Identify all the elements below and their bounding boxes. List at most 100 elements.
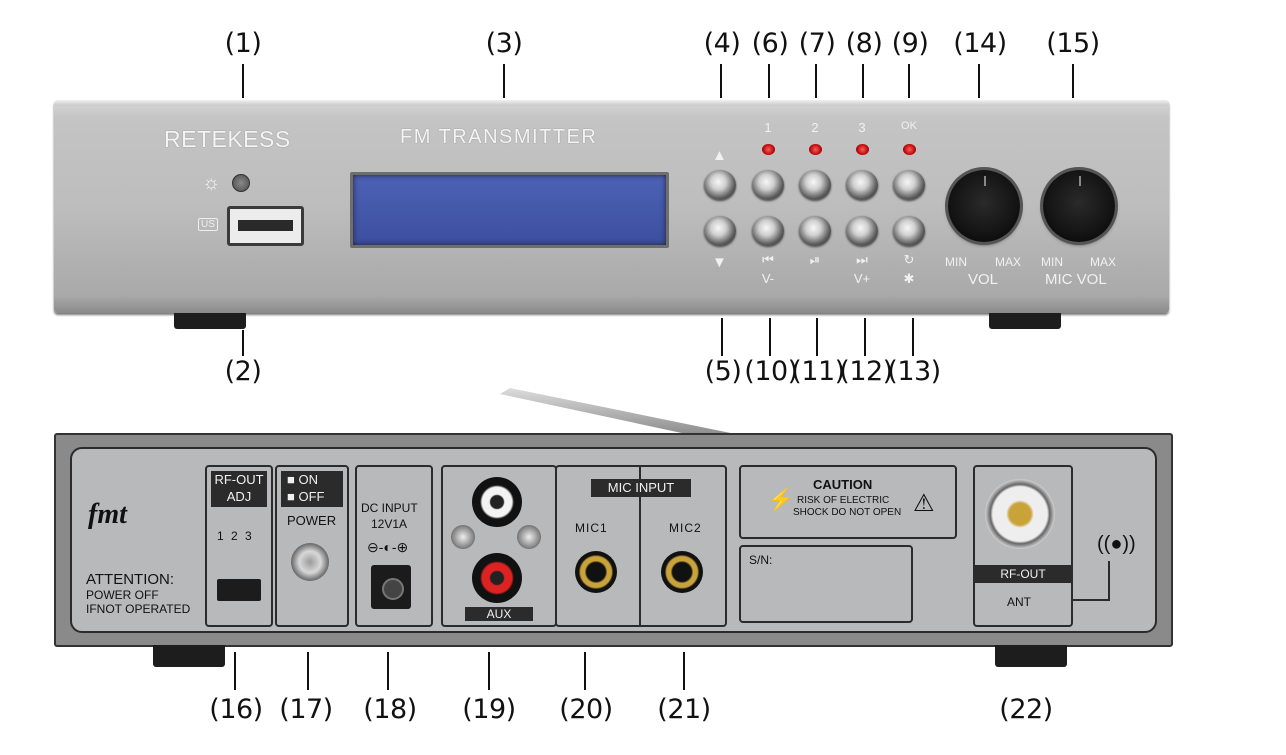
power-label: POWER <box>287 513 337 528</box>
power-indicator-led <box>232 174 250 192</box>
down-arrow-icon: ▼ <box>712 254 727 271</box>
callout-17: (17) <box>279 694 333 725</box>
mic-volume-knob[interactable] <box>1043 170 1115 242</box>
callout-7: (7) <box>798 28 836 59</box>
down-button[interactable] <box>704 216 736 246</box>
dc-polarity-icon: ⊖-◐-⊕ <box>367 539 409 555</box>
dc-jack-pin <box>382 578 404 600</box>
rf-out-section: RF-OUT ANT <box>973 465 1073 627</box>
callout-18: (18) <box>363 694 417 725</box>
next-icon: ⏭ <box>856 252 868 267</box>
up-arrow-icon: ▲ <box>712 147 727 164</box>
power-button[interactable] <box>291 543 329 581</box>
callout-21: (21) <box>657 694 711 725</box>
channel-3-led <box>856 144 869 155</box>
aux-right-jack[interactable] <box>472 553 522 603</box>
dc-input-section: DC INPUT 12V1A ⊖-◐-⊕ <box>355 465 433 627</box>
mic-vol-label: MIC VOL <box>1045 271 1107 288</box>
channel-2-led <box>809 144 822 155</box>
dc-input-rating: 12V1A <box>371 517 408 531</box>
front-foot-right <box>989 313 1061 329</box>
callout-15: (15) <box>1046 28 1100 59</box>
volume-up-label: V+ <box>853 271 871 286</box>
mic-input-label: MIC INPUT <box>591 479 691 497</box>
channel-1-led <box>762 144 775 155</box>
leader-line <box>769 318 771 356</box>
callout-20: (20) <box>559 694 613 725</box>
up-button[interactable] <box>704 170 736 200</box>
sun-icon: ☼ <box>202 172 221 194</box>
antenna-connector[interactable] <box>985 479 1055 549</box>
vol-label: VOL <box>968 271 999 288</box>
caution-line-2: SHOCK DO NOT OPEN <box>793 507 902 518</box>
dc-power-jack[interactable] <box>371 565 411 609</box>
mic-min-label: MIN <box>1041 255 1063 269</box>
usb-icon: US <box>198 218 218 231</box>
leader-line <box>912 318 914 356</box>
mic-max-label: MAX <box>1090 255 1117 269</box>
play-pause-button[interactable] <box>799 216 831 246</box>
channel-2-button[interactable] <box>799 170 831 200</box>
rf-adj-positions: 1 2 3 <box>217 529 254 543</box>
leader-line <box>816 318 818 356</box>
leader-line <box>1072 64 1074 98</box>
callout-19: (19) <box>462 694 516 725</box>
channel-1-button[interactable] <box>752 170 784 200</box>
callout-13: (13) <box>887 356 941 387</box>
leader-line <box>584 652 586 690</box>
mic2-jack[interactable] <box>661 551 703 593</box>
caution-label: ⚡ CAUTION RISK OF ELECTRIC SHOCK DO NOT … <box>739 465 957 539</box>
leader-line <box>242 330 244 356</box>
device-title: FM TRANSMITTER <box>400 126 598 148</box>
rf-adj-switch[interactable] <box>217 579 261 601</box>
rear-plate: fmt ATTENTION: POWER OFF IFNOT OPERATED … <box>70 447 1157 633</box>
aux-left-jack[interactable] <box>472 477 522 527</box>
ok-button[interactable] <box>893 170 925 200</box>
callout-16: (16) <box>209 694 263 725</box>
previous-button[interactable] <box>752 216 784 246</box>
attention-line-1: POWER OFF <box>86 588 159 602</box>
repeat-bluetooth-button[interactable] <box>893 216 925 246</box>
lcd-display <box>350 172 669 248</box>
bluetooth-icon: ✱ <box>903 271 915 286</box>
leader-line <box>234 652 236 690</box>
leader-line <box>488 652 490 690</box>
leader-line <box>768 64 770 98</box>
leader-line <box>978 64 980 98</box>
rf-out-label: RF-OUT <box>975 565 1071 583</box>
fmt-logo: fmt <box>88 499 127 530</box>
caution-line-1: RISK OF ELECTRIC <box>797 495 890 506</box>
leader-line <box>815 64 817 98</box>
leader-line <box>683 652 685 690</box>
leader-line <box>721 318 723 356</box>
vol-min-label: MIN <box>945 255 967 269</box>
power-off-icon: ■ <box>287 489 299 504</box>
ant-line-vertical <box>1108 561 1110 601</box>
callout-4: (4) <box>703 28 741 59</box>
mic1-jack[interactable] <box>575 551 617 593</box>
next-button[interactable] <box>846 216 878 246</box>
callout-12: (12) <box>839 356 893 387</box>
power-on-icon: ■ <box>287 472 299 487</box>
rf-adj-label: RF-OUT ADJ <box>211 471 267 507</box>
led-label-ok: OK <box>901 120 917 132</box>
channel-3-button[interactable] <box>846 170 878 200</box>
volume-knob[interactable] <box>948 170 1020 242</box>
usb-port[interactable] <box>227 206 304 246</box>
repeat-icon: ↻ <box>903 252 915 267</box>
callout-22: (22) <box>999 694 1053 725</box>
rf-adj-section: RF-OUT ADJ 1 2 3 <box>205 465 273 627</box>
broadcast-icon: ((●)) <box>1097 533 1136 555</box>
callout-5: (5) <box>704 356 742 387</box>
callout-11: (11) <box>791 356 845 387</box>
rear-panel: fmt ATTENTION: POWER OFF IFNOT OPERATED … <box>54 433 1173 647</box>
caution-title: CAUTION <box>813 477 873 492</box>
callout-9: (9) <box>891 28 929 59</box>
serial-number-label: S/N: <box>749 553 773 567</box>
leader-line <box>862 64 864 98</box>
brand-logo: RETEKESS <box>164 126 291 152</box>
ant-line-horizontal <box>1071 599 1110 601</box>
volume-down-label: V- <box>761 271 775 286</box>
callout-1: (1) <box>224 28 262 59</box>
rear-foot-right <box>995 645 1067 667</box>
